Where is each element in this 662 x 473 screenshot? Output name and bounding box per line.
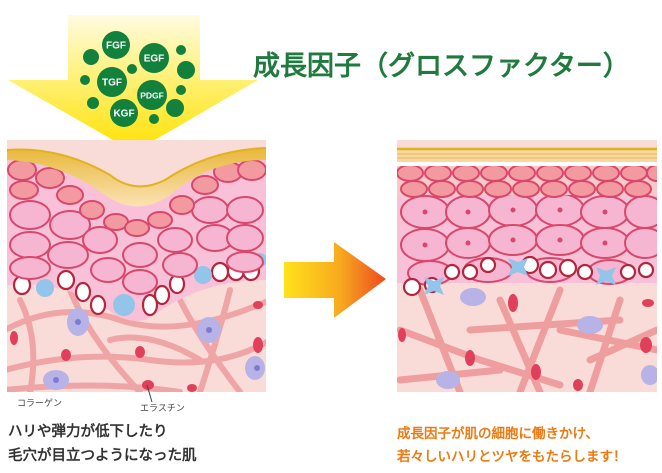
growth-factor-fgf: FGF: [102, 31, 130, 59]
before-caption: ハリや弾力が低下したり 毛穴が目立つようになった肌: [8, 420, 197, 468]
after-caption: 成長因子が肌の細胞に働きかけ、 若々しいハリとツヤをもたらします！: [397, 423, 627, 469]
after-caption-line2: 若々しいハリとツヤをもたらします！: [397, 449, 627, 465]
right-skin-diagram: [397, 140, 657, 392]
elastin-label: エラスチン: [140, 404, 185, 414]
growth-factor-egf: EGF: [139, 43, 169, 73]
growth-factor-kgf: KGF: [110, 99, 138, 127]
elastin-pointer: [146, 384, 153, 403]
growth-factor-circles: FGF EGF TGF PDGF KGF: [97, 31, 169, 127]
small-particles: [80, 45, 195, 124]
growth-factor-tgf: TGF: [97, 67, 127, 97]
svg-text:FGF: FGF: [106, 41, 126, 52]
growth-factor-pdgf: PDGF: [137, 80, 167, 110]
svg-text:EGF: EGF: [144, 54, 165, 65]
svg-text:TGF: TGF: [102, 78, 122, 89]
collagen-label: コラーゲン: [17, 399, 63, 409]
before-caption-line2: 毛穴が目立つようになった肌: [8, 448, 197, 464]
page-title: 成長因子（グロスファクター）: [253, 51, 630, 82]
svg-text:KGF: KGF: [113, 109, 134, 120]
before-caption-line1: ハリや弾力が低下したり: [8, 424, 168, 440]
left-skin-diagram: [7, 140, 266, 392]
after-caption-line1: 成長因子が肌の細胞に働きかけ、: [397, 426, 599, 442]
svg-text:PDGF: PDGF: [140, 91, 164, 101]
transition-arrow: [284, 242, 386, 318]
